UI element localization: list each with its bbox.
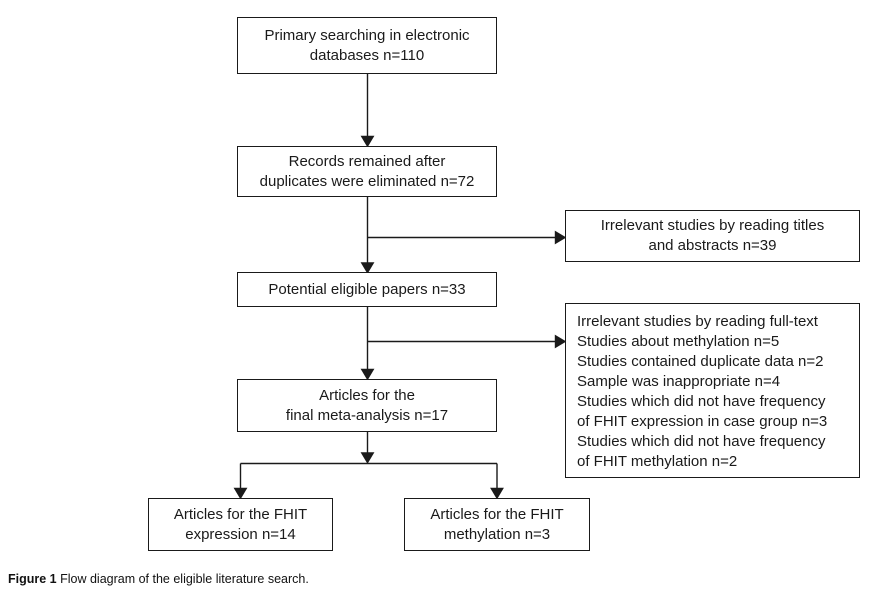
arrow-branch-to-excluded-fulltext — [367, 334, 567, 349]
arrow-dedup-to-eligible — [360, 197, 375, 274]
arrow-final-to-split — [240, 432, 497, 465]
node-excluded-by-titles: Irrelevant studies by reading titles and… — [565, 210, 860, 262]
node-primary-search: Primary searching in electronic database… — [237, 17, 497, 74]
node-duplicates-eliminated: Records remained after duplicates were e… — [237, 146, 497, 197]
figure-caption: Figure 1 Flow diagram of the eligible li… — [8, 571, 309, 587]
node-potential-eligible: Potential eligible papers n=33 — [237, 272, 497, 307]
node-fhit-expression: Articles for the FHIT expression n=14 — [148, 498, 333, 551]
node-fhit-methylation: Articles for the FHIT methylation n=3 — [404, 498, 590, 551]
figure-caption-label: Figure 1 — [8, 572, 57, 586]
arrow-split-to-methylation — [490, 463, 504, 500]
node-final-meta-analysis: Articles for the final meta-analysis n=1… — [237, 379, 497, 432]
arrow-split-to-expression — [233, 463, 248, 500]
figure-caption-text: Flow diagram of the eligible literature … — [56, 572, 309, 586]
arrow-eligible-to-final — [360, 307, 375, 381]
arrow-primary-to-dedup — [360, 74, 375, 148]
node-excluded-by-fulltext: Irrelevant studies by reading full-text … — [565, 303, 860, 478]
arrow-branch-to-excluded-titles — [367, 230, 567, 245]
